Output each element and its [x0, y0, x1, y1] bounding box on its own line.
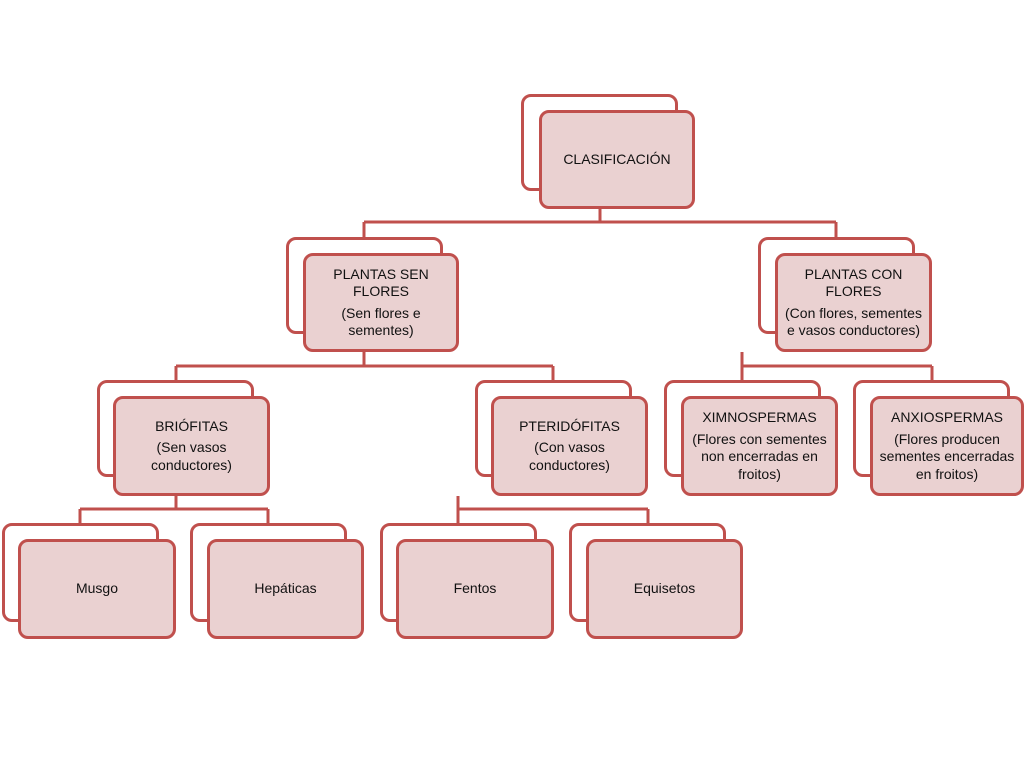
node-title: ANXIOSPERMAS — [890, 409, 1004, 425]
node-box: Hepáticas — [207, 539, 364, 639]
connector-pteridofitas — [456, 496, 650, 525]
connector-sen-flores — [174, 352, 555, 382]
node-box: Equisetos — [586, 539, 743, 639]
node-subtitle: (Flores producen sementes encerradas en … — [879, 430, 1015, 482]
connector-con-flores — [740, 352, 934, 382]
node-title: XIMNOSPERMAS — [702, 409, 817, 425]
node-title: PTERIDÓFITAS — [519, 417, 620, 434]
node-box: XIMNOSPERMAS (Flores con sementes non en… — [681, 396, 838, 496]
node-box: Musgo — [18, 539, 176, 639]
node-subtitle: (Sen flores e sementes) — [341, 304, 421, 339]
node-box: PLANTAS CON FLORES (Con flores, sementes… — [775, 253, 932, 352]
node-subtitle: (Con vasos conductores) — [529, 439, 610, 473]
node-box: BRIÓFITAS (Sen vasos conductores) — [113, 396, 270, 496]
node-box: ANXIOSPERMAS (Flores producen sementes e… — [870, 396, 1024, 496]
node-title: Hepáticas — [254, 580, 317, 597]
connector-briofitas — [78, 496, 270, 525]
node-box: PTERIDÓFITAS (Con vasos conductores) — [491, 396, 648, 496]
node-title: PLANTAS CON FLORES — [804, 265, 903, 300]
node-title: Equisetos — [633, 580, 696, 597]
node-box: PLANTAS SEN FLORES (Sen flores e semente… — [303, 253, 459, 352]
node-subtitle: (Sen vasos conductores) — [151, 439, 232, 473]
node-box: Fentos — [396, 539, 554, 639]
node-box: CLASIFICACIÓN — [539, 110, 695, 209]
node-title: BRIÓFITAS — [155, 417, 228, 434]
node-title: Musgo — [75, 580, 119, 597]
connector-root — [362, 209, 838, 238]
node-subtitle: (Con flores, sementes e vasos conductore… — [785, 304, 922, 339]
node-title: CLASIFICACIÓN — [563, 150, 671, 167]
node-title: Fentos — [453, 580, 497, 597]
node-subtitle: (Flores con sementes non encerradas en f… — [692, 430, 827, 482]
node-title: PLANTAS SEN FLORES — [333, 265, 429, 300]
